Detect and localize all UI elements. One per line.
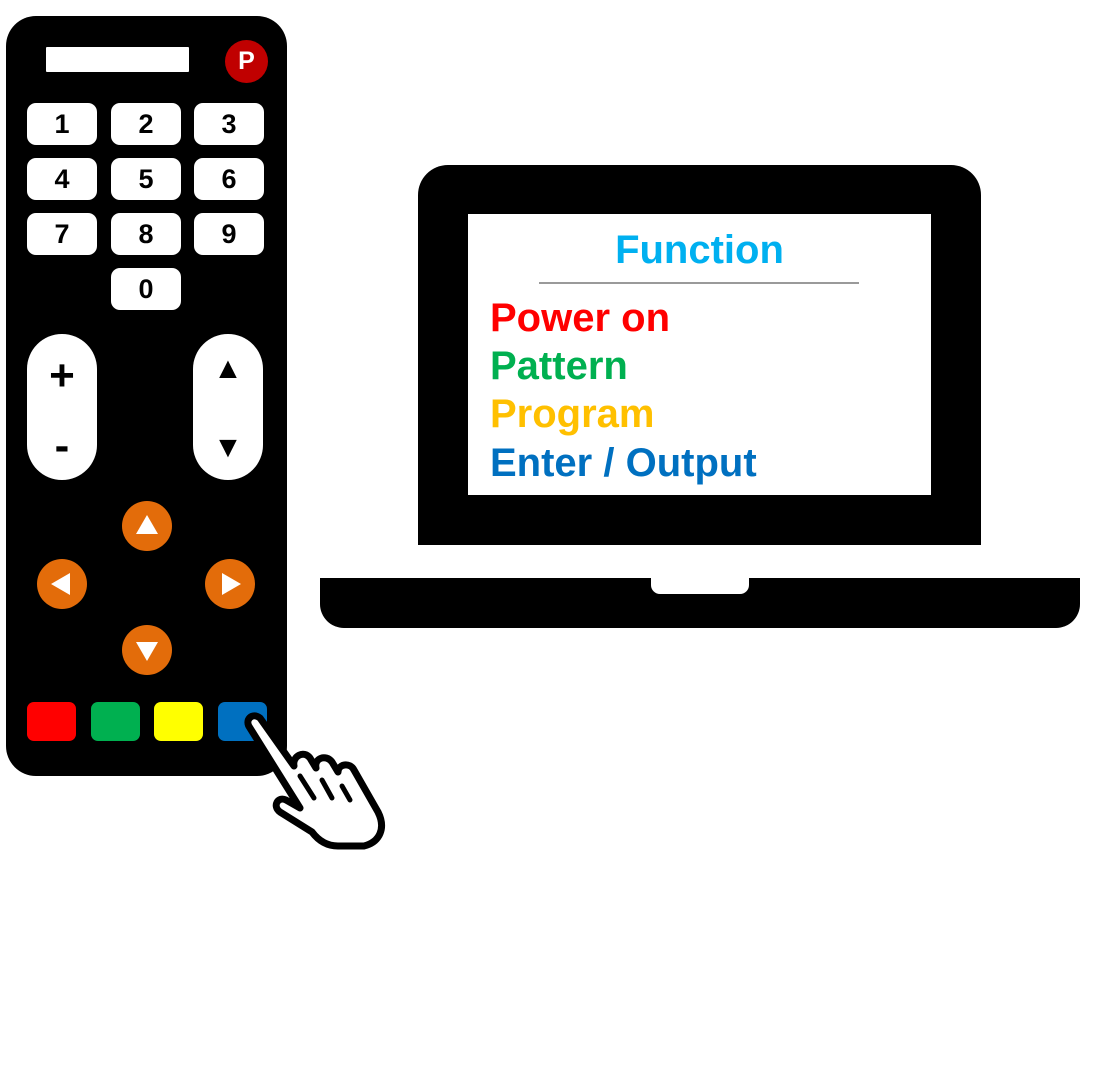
digit-button-6[interactable]: 6 xyxy=(194,158,264,200)
triangle-right-icon xyxy=(222,573,241,595)
red-button[interactable] xyxy=(27,702,76,741)
digit-button-1[interactable]: 1 xyxy=(27,103,97,145)
menu-item-pattern: Pattern xyxy=(490,344,628,388)
yellow-button[interactable] xyxy=(154,702,203,741)
volume-rocker: + - xyxy=(27,334,97,480)
volume-down-button[interactable]: - xyxy=(54,421,70,470)
digit-button-8[interactable]: 8 xyxy=(111,213,181,255)
dpad-down-button[interactable] xyxy=(122,625,172,675)
green-button[interactable] xyxy=(91,702,140,741)
laptop-notch xyxy=(651,578,749,594)
function-title: Function xyxy=(615,228,784,272)
menu-item-power-on: Power on xyxy=(490,296,671,340)
digit-button-9[interactable]: 9 xyxy=(194,213,264,255)
digit-button-2[interactable]: 2 xyxy=(111,103,181,145)
digit-button-7[interactable]: 7 xyxy=(27,213,97,255)
channel-rocker: ▲ ▼ xyxy=(193,334,263,480)
remote-display xyxy=(46,47,189,72)
triangle-down-icon xyxy=(136,642,158,661)
digit-button-4[interactable]: 4 xyxy=(27,158,97,200)
remote-control: P 1 2 3 4 5 6 7 8 9 0 + - ▲ ▼ xyxy=(6,16,287,776)
laptop-screen: Function Power on Pattern Program Enter … xyxy=(468,214,931,495)
volume-up-button[interactable]: + xyxy=(49,351,75,400)
digit-button-0[interactable]: 0 xyxy=(111,268,181,310)
laptop-base xyxy=(320,578,1080,628)
menu-item-enter-output: Enter / Output xyxy=(490,441,757,485)
dpad-right-button[interactable] xyxy=(205,559,255,609)
laptop-lid: Function Power on Pattern Program Enter … xyxy=(418,165,981,545)
triangle-up-icon xyxy=(136,515,158,534)
channel-down-button[interactable]: ▼ xyxy=(213,431,243,464)
hand-pointer-icon xyxy=(244,712,385,850)
channel-up-button[interactable]: ▲ xyxy=(213,352,243,385)
digit-button-5[interactable]: 5 xyxy=(111,158,181,200)
triangle-left-icon xyxy=(51,573,70,595)
title-divider xyxy=(539,282,859,284)
dpad-left-button[interactable] xyxy=(37,559,87,609)
power-button[interactable]: P xyxy=(225,40,268,83)
dpad-up-button[interactable] xyxy=(122,501,172,551)
menu-item-program: Program xyxy=(490,392,655,436)
digit-button-3[interactable]: 3 xyxy=(194,103,264,145)
